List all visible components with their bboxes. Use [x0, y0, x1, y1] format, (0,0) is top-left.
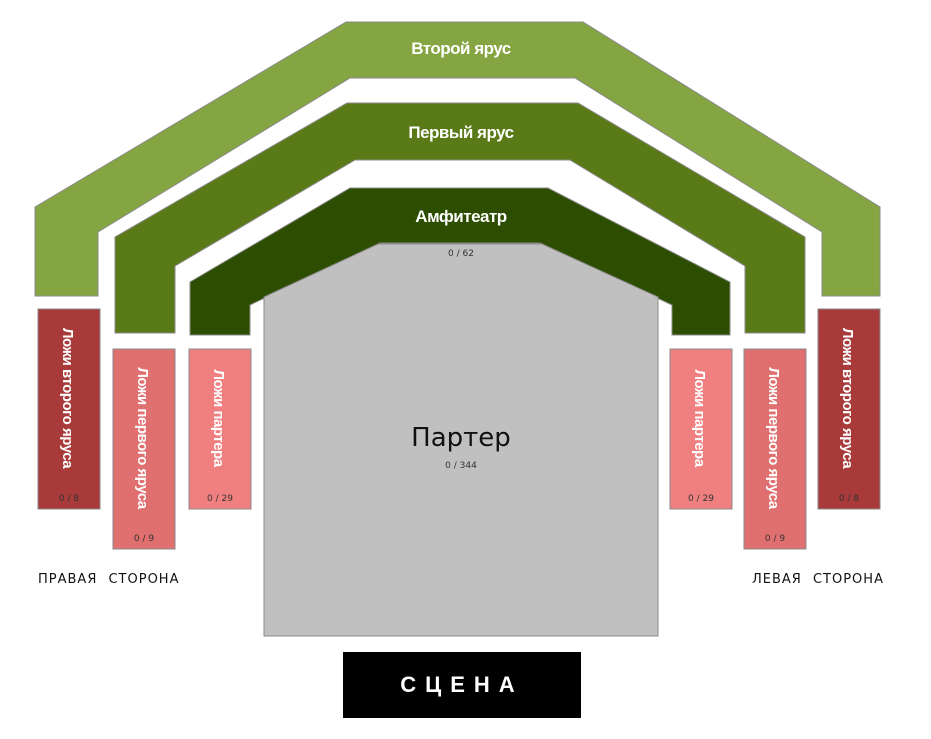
box-rect[interactable]: [669, 348, 733, 510]
zone-first-tier-label: Первый ярус: [408, 123, 513, 142]
box-count: 0 / 9: [134, 534, 154, 544]
zone-amphitheatre[interactable]: [189, 187, 731, 336]
box-count: 0 / 29: [207, 494, 233, 504]
zone-second-tier[interactable]: [34, 21, 881, 297]
box-second-tier-left-side[interactable]: Ложи второго яруса 0 / 8: [817, 308, 881, 510]
box-second-tier-right-side[interactable]: Ложи второго яруса 0 / 8: [37, 308, 101, 510]
right-side-label: ПРАВАЯ СТОРОНА: [38, 572, 180, 587]
box-label: Ложи первого яруса: [134, 367, 151, 509]
box-count: 0 / 8: [59, 494, 79, 504]
box-label: Ложи второго яруса: [59, 328, 76, 469]
box-count: 0 / 29: [688, 494, 714, 504]
stage: СЦЕНА: [343, 652, 581, 718]
zone-second-tier-label: Второй ярус: [411, 39, 511, 58]
zone-amphitheatre-label: Амфитеатр: [415, 207, 507, 226]
box-first-tier-left-side[interactable]: Ложи первого яруса 0 / 9: [743, 348, 807, 550]
zone-parterre-label: Партер: [411, 423, 511, 453]
box-count: 0 / 9: [765, 534, 785, 544]
zone-parterre[interactable]: [263, 243, 659, 637]
box-rect[interactable]: [817, 308, 881, 510]
left-side-label: ЛЕВАЯ СТОРОНА: [752, 572, 884, 587]
box-first-tier-right-side[interactable]: Ложи первого яруса 0 / 9: [112, 348, 176, 550]
amphitheatre-count: 0 / 62: [448, 249, 474, 259]
box-rect[interactable]: [743, 348, 807, 550]
box-rect[interactable]: [188, 348, 252, 510]
box-label: Ложи партера: [691, 369, 708, 467]
box-label: Ложи партера: [210, 369, 227, 467]
box-label: Ложи второго яруса: [839, 328, 856, 469]
box-rect[interactable]: [37, 308, 101, 510]
box-label: Ложи первого яруса: [765, 367, 782, 509]
parterre-count: 0 / 344: [445, 461, 477, 471]
box-parterre-left-side[interactable]: Ложи партера 0 / 29: [669, 348, 733, 510]
box-rect[interactable]: [112, 348, 176, 550]
zone-first-tier[interactable]: [114, 102, 806, 334]
box-parterre-right-side[interactable]: Ложи партера 0 / 29: [188, 348, 252, 510]
box-count: 0 / 8: [839, 494, 859, 504]
